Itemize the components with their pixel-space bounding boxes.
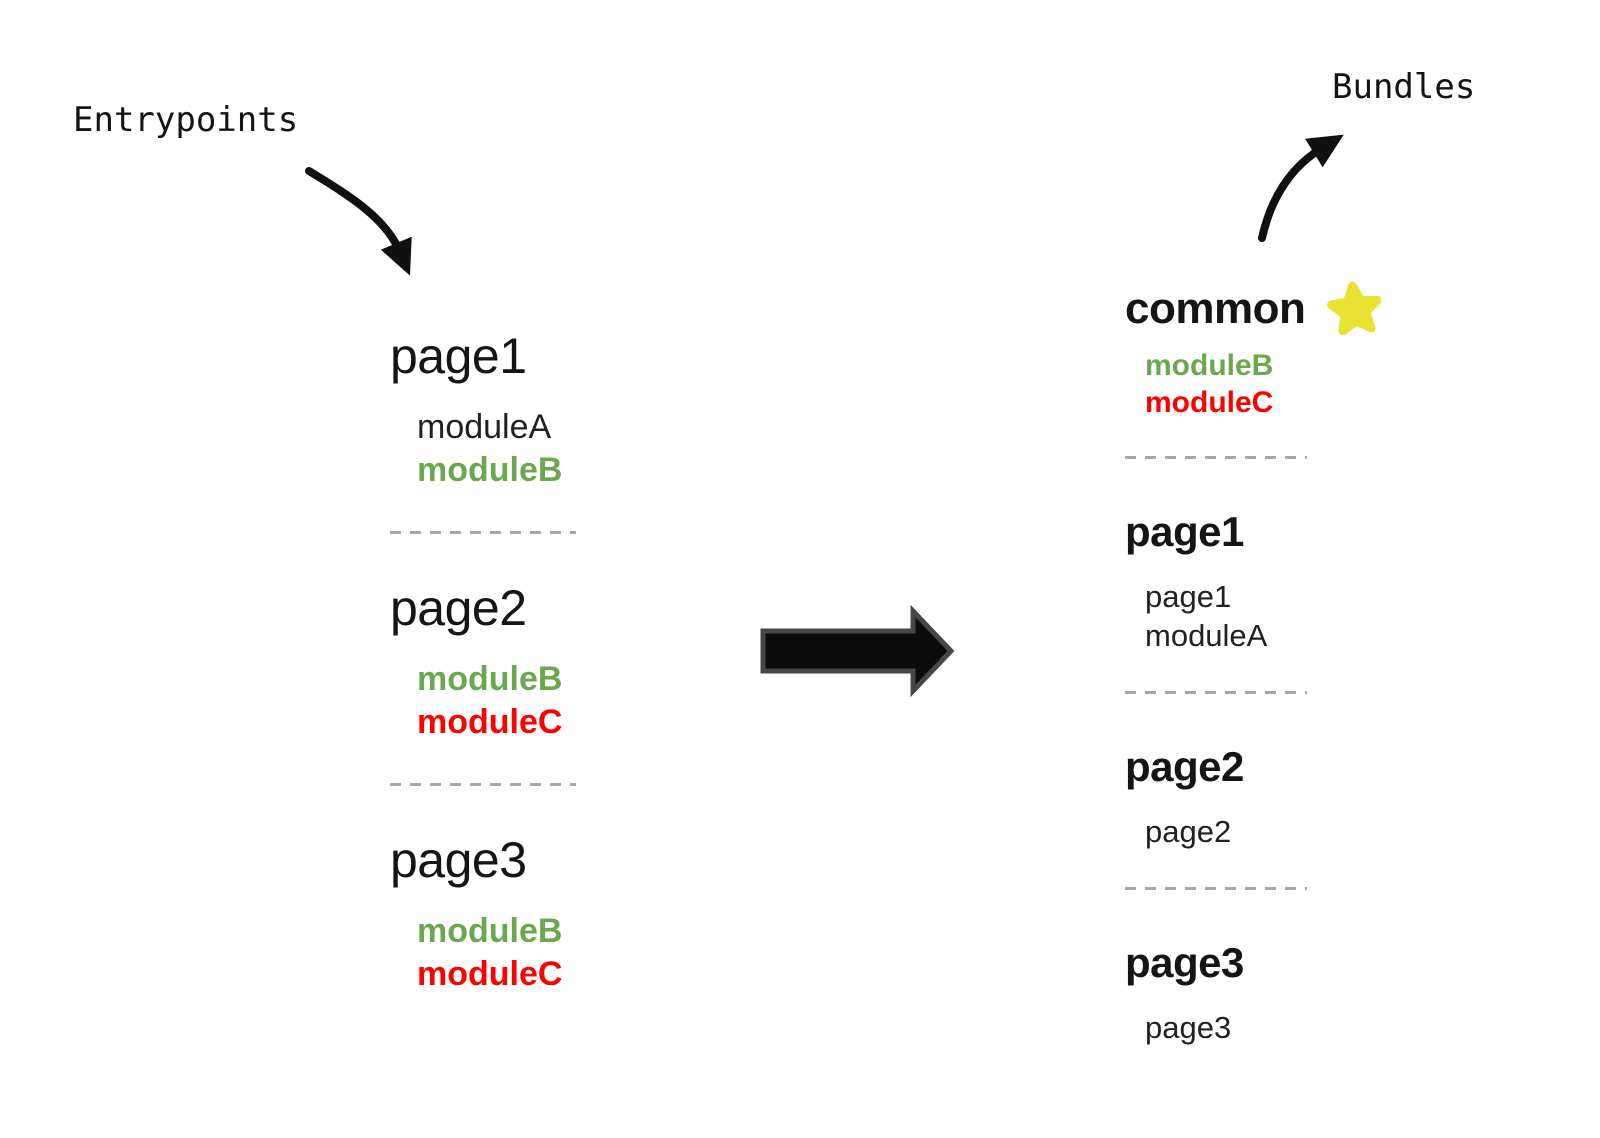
star-icon bbox=[1327, 281, 1382, 336]
bundle-module-moduleC: moduleC bbox=[1145, 386, 1274, 419]
entrypoint-section-page2: page2 moduleB moduleC bbox=[390, 583, 650, 739]
bundle-module-moduleB: moduleB bbox=[1145, 349, 1274, 382]
bundle-section-page3: page3 page3 bbox=[1125, 942, 1385, 1046]
bundle-module-page2: page2 bbox=[1145, 814, 1232, 850]
bundle-heading-page1: page1 bbox=[1125, 511, 1385, 553]
entrypoint-section-page1: page1 moduleA moduleB bbox=[390, 331, 650, 487]
bundle-heading-page3: page3 bbox=[1125, 942, 1385, 984]
entrypoint-module-moduleC: moduleC bbox=[417, 955, 563, 993]
bundle-heading-page2: page2 bbox=[1125, 746, 1385, 788]
bundle-section-page2: page2 page2 bbox=[1125, 746, 1385, 850]
dashed-separator bbox=[390, 783, 576, 786]
dashed-separator bbox=[1125, 456, 1307, 459]
entrypoint-heading-page1: page1 bbox=[390, 331, 650, 381]
entrypoints-label: Entrypoints bbox=[73, 100, 299, 140]
bundles-label: Bundles bbox=[1332, 67, 1476, 107]
entrypoint-heading-page2: page2 bbox=[390, 583, 650, 633]
entrypoint-heading-page3: page3 bbox=[390, 835, 650, 885]
entrypoint-heading-text: page1 bbox=[390, 328, 527, 384]
entrypoint-module-moduleB: moduleB bbox=[417, 912, 563, 950]
dashed-separator bbox=[390, 531, 576, 534]
bundle-section-page1: page1 page1 moduleA bbox=[1125, 511, 1385, 654]
dashed-separator bbox=[1125, 887, 1307, 891]
dashed-separator bbox=[1125, 691, 1307, 695]
bundles-arrow bbox=[1258, 134, 1344, 242]
bundle-heading-text: common bbox=[1125, 284, 1306, 333]
entrypoint-module-moduleB: moduleB bbox=[417, 660, 563, 698]
entrypoint-module-moduleA: moduleA bbox=[417, 408, 552, 446]
bundle-heading-text: page1 bbox=[1125, 508, 1244, 555]
entrypoint-heading-text: page2 bbox=[390, 580, 527, 636]
entrypoint-module-moduleB: moduleB bbox=[417, 451, 563, 489]
bundle-module-page1: page1 bbox=[1145, 579, 1232, 614]
transform-arrow bbox=[760, 604, 955, 698]
bundle-heading-common: common bbox=[1125, 281, 1385, 336]
entrypoint-section-page3: page3 moduleB moduleC bbox=[390, 835, 650, 991]
bundle-module-moduleA: moduleA bbox=[1145, 618, 1268, 654]
bundle-module-page3: page3 bbox=[1145, 1010, 1232, 1046]
bundle-heading-text: page2 bbox=[1125, 743, 1244, 791]
entrypoint-heading-text: page3 bbox=[390, 832, 527, 888]
bundle-section-common: common moduleB moduleC bbox=[1125, 281, 1385, 419]
entrypoints-arrow bbox=[305, 167, 412, 276]
entrypoint-module-moduleC: moduleC bbox=[417, 703, 563, 741]
bundle-heading-text: page3 bbox=[1125, 939, 1244, 987]
